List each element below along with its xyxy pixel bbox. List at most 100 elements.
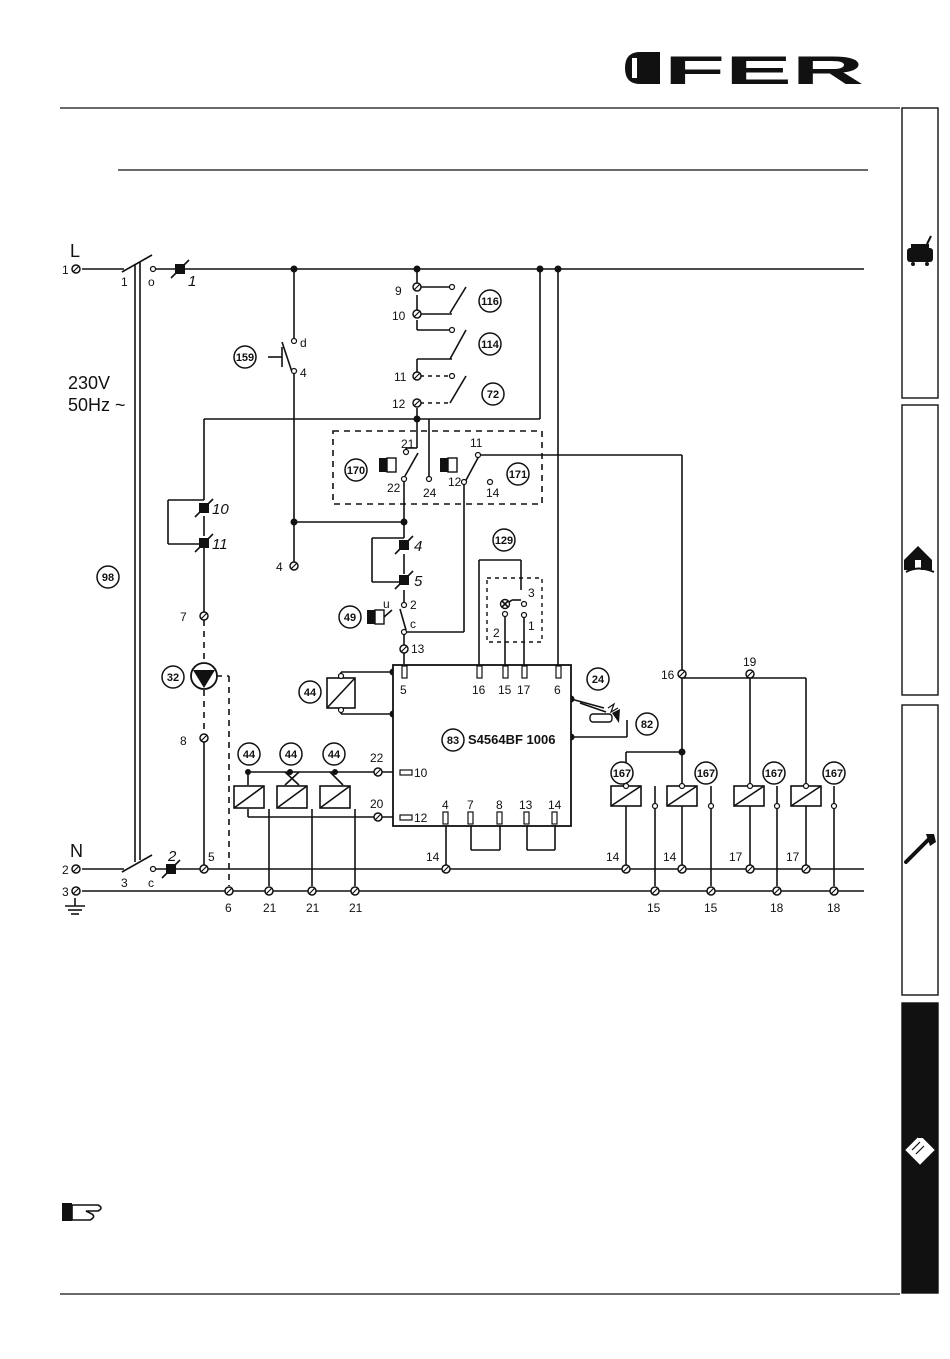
svg-text:44: 44 <box>243 749 256 761</box>
svg-text:129: 129 <box>495 535 513 547</box>
component-82-label: 82 <box>636 713 658 735</box>
terminal-4-label: 4 <box>276 560 283 574</box>
component-114-label: 114 <box>479 333 501 355</box>
phase-label: L <box>70 241 80 261</box>
component-24-label: 24 <box>587 668 609 690</box>
pin-16-label: 16 <box>472 683 486 697</box>
pin-5-label: 5 <box>400 683 407 697</box>
component-32-label: 32 <box>162 666 184 688</box>
terminal-17a-label: 17 <box>729 850 743 864</box>
switch-1-label: 1 <box>121 275 128 289</box>
contact-12-label: 12 <box>448 475 462 489</box>
component-167-label: 167 <box>763 762 785 784</box>
contact-2-label: 2 <box>410 598 417 612</box>
fuse-10 <box>195 499 213 517</box>
fuse-1-label: 1 <box>188 273 196 290</box>
svg-text:171: 171 <box>509 469 527 481</box>
switch-c-label: c <box>148 876 154 890</box>
pin-7-label: 7 <box>467 798 474 812</box>
side-tabs <box>902 108 938 1293</box>
terminal-20-label: 20 <box>370 797 384 811</box>
component-44-label: 44 <box>299 681 321 703</box>
pin-15-label: 15 <box>498 683 512 697</box>
svg-text:44: 44 <box>328 749 341 761</box>
terminal-1-label: 1 <box>62 263 69 277</box>
contact-2b-label: 2 <box>493 626 500 640</box>
fuse-2-label: 2 <box>167 848 177 865</box>
terminal-21c-label: 21 <box>349 901 363 915</box>
pin-12-label: 12 <box>414 811 428 825</box>
terminal-19-label: 19 <box>743 655 757 669</box>
terminal-7-label: 7 <box>180 610 187 624</box>
relay-171-coil <box>440 458 457 472</box>
terminal-14a-label: 14 <box>426 850 440 864</box>
terminal-11-label: 11 <box>394 370 407 384</box>
voltage-label: 230V <box>68 373 110 393</box>
terminal-8-label: 8 <box>180 734 187 748</box>
component-167-label: 167 <box>611 762 633 784</box>
relays-167 <box>611 786 821 806</box>
component-72-label: 72 <box>482 383 504 405</box>
contact-21-label: 21 <box>401 437 415 451</box>
terminal-2-label: 2 <box>62 863 69 877</box>
svg-text:114: 114 <box>481 339 500 351</box>
ground-symbol <box>65 898 85 914</box>
terminal-3-label: 3 <box>62 885 69 899</box>
svg-text:167: 167 <box>825 768 843 780</box>
component-44-label: 44 <box>280 743 302 765</box>
pump-32-icon <box>191 663 217 689</box>
svg-text:24: 24 <box>592 674 605 686</box>
terminal-13-label: 13 <box>411 642 425 656</box>
note-hand-icon <box>62 1203 101 1221</box>
pin-10-label: 10 <box>414 766 428 780</box>
component-129-label: 129 <box>493 529 515 551</box>
contact-3-label: 3 <box>528 586 535 600</box>
main-switch <box>122 255 152 872</box>
svg-text:167: 167 <box>613 768 631 780</box>
pin-8-label: 8 <box>496 798 503 812</box>
control-box-model: S4564BF 1006 <box>468 732 555 747</box>
terminal-21a-label: 21 <box>263 901 277 915</box>
pin-14-label: 14 <box>548 798 562 812</box>
svg-text:167: 167 <box>765 768 783 780</box>
contact-c-label: c <box>410 617 416 631</box>
fuse-10-label: 10 <box>212 501 229 518</box>
terminal-10-label: 10 <box>392 309 406 323</box>
pin-13-label: 13 <box>519 798 533 812</box>
pin-4-label: 4 <box>442 798 449 812</box>
brand-logo: FER <box>625 49 864 93</box>
terminal-22-label: 22 <box>370 751 384 765</box>
component-116-label: 116 <box>479 290 501 312</box>
terminal-17b-label: 17 <box>786 850 800 864</box>
svg-text:49: 49 <box>344 612 356 624</box>
pin-17-label: 17 <box>517 683 531 697</box>
terminal-6-label: 6 <box>225 901 232 915</box>
svg-text:83: 83 <box>447 735 459 747</box>
component-171-label: 171 <box>507 463 529 485</box>
svg-text:44: 44 <box>304 687 317 699</box>
component-170-label: 170 <box>345 459 367 481</box>
svg-text:82: 82 <box>641 719 653 731</box>
terminal-14c-label: 14 <box>663 850 677 864</box>
terminal-5-label: 5 <box>208 850 215 864</box>
contact-24-label: 24 <box>423 486 437 500</box>
svg-text:159: 159 <box>236 352 254 364</box>
terminal-18a-label: 18 <box>770 901 784 915</box>
svg-text:44: 44 <box>285 749 298 761</box>
sensor-u-label: u <box>383 597 390 611</box>
heater-elements-44 <box>234 786 350 808</box>
relay-49-coil <box>367 610 392 624</box>
fuse-4-label: 4 <box>414 538 422 555</box>
terminal-15a-label: 15 <box>647 901 661 915</box>
svg-text:32: 32 <box>167 672 179 684</box>
svg-text:170: 170 <box>347 465 365 477</box>
ignition-electrode-icon <box>580 703 618 712</box>
component-98-label: 98 <box>97 566 119 588</box>
component-159-label: 159 <box>234 346 256 368</box>
terminal-9-label: 9 <box>395 284 402 298</box>
component-83-label: 83 <box>442 729 464 751</box>
contact-d-label: d <box>300 336 307 350</box>
svg-text:116: 116 <box>481 296 499 308</box>
